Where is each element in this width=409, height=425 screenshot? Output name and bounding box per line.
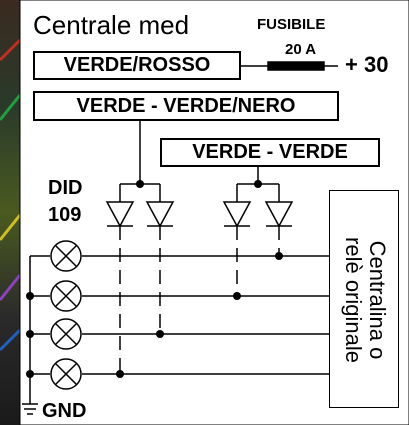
diode-block-label-1: DID xyxy=(48,177,83,199)
lamp-2 xyxy=(50,280,82,312)
wire-label-right-pair: VERDE - VERDE xyxy=(160,138,380,167)
original-relay-box: Centralina o relè originale xyxy=(329,190,399,408)
fuse-rating: 20 A xyxy=(285,41,317,58)
lamp-1 xyxy=(50,240,82,272)
lamp-group xyxy=(50,240,82,390)
wire-label-left-pair: VERDE - VERDE/NERO xyxy=(33,91,339,121)
lamp-4 xyxy=(50,358,82,390)
background-photo-strip xyxy=(0,0,20,425)
supply-label: + 30 xyxy=(345,52,389,77)
fuse-symbol xyxy=(267,61,325,71)
lamp-3 xyxy=(50,318,82,350)
ground-symbol xyxy=(22,403,38,415)
diagram-title: Centrale med xyxy=(33,10,190,40)
diode-group xyxy=(105,201,294,228)
fuse-label: FUSIBILE xyxy=(257,16,326,33)
diode-block-label-2: 109 xyxy=(48,204,82,226)
side-box-line-2: relè originale xyxy=(341,237,366,363)
ground-label: GND xyxy=(42,400,87,422)
side-box-line-1: Centralina o xyxy=(365,240,390,360)
wire-label-fuse-input: VERDE/ROSSO xyxy=(33,51,241,80)
junction-dots xyxy=(26,180,283,378)
